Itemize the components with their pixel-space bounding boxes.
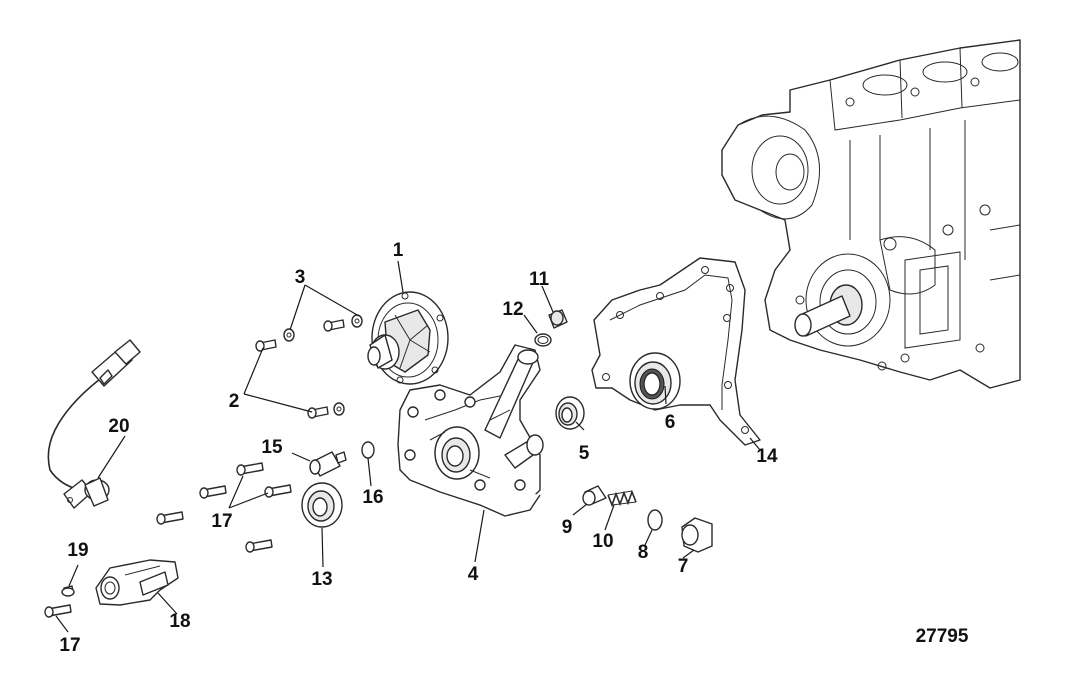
callout-18: 18: [169, 611, 190, 632]
bolt-17-e: [245, 539, 273, 553]
bolt-17-b: [199, 485, 227, 499]
callout-11: 11: [529, 269, 550, 290]
o-ring-16: [361, 441, 375, 459]
seal-small: [555, 396, 585, 430]
bolt-17-c: [264, 484, 292, 498]
callout-15: 15: [261, 437, 283, 458]
callout-16: 16: [362, 487, 383, 508]
bolt-19: [61, 585, 75, 597]
callout-17-b: 17: [59, 635, 80, 656]
crankshaft-seal: [629, 352, 681, 410]
callout-7: 7: [678, 556, 689, 577]
seal-13: [301, 482, 343, 528]
figure-number: 27795: [916, 626, 969, 647]
pump-gear-assembly: [367, 291, 449, 385]
callout-13: 13: [311, 569, 332, 590]
callout-1: 1: [393, 240, 404, 261]
bolt-and-washer-upper: [323, 314, 363, 332]
relief-valve-9: [582, 485, 607, 506]
relief-spring-10: [607, 489, 637, 508]
callout-6: 6: [665, 412, 676, 433]
front-cover-gasket: [591, 257, 761, 446]
callout-12: 12: [502, 299, 523, 320]
plug-11: [548, 309, 568, 329]
leader-lines: [55, 260, 761, 633]
bolt-17-d: [156, 511, 184, 525]
callout-2: 2: [229, 391, 240, 412]
bolt-and-washer-left: [255, 328, 295, 352]
washer-8: [647, 509, 663, 531]
callout-4: 4: [468, 564, 479, 585]
oil-pressure-sensor: [309, 451, 347, 477]
callout-8: 8: [638, 542, 649, 563]
callout-3: 3: [295, 267, 306, 288]
plug-7: [681, 517, 713, 553]
sensor-bracket: [95, 559, 179, 606]
engine-block: [721, 39, 1021, 389]
callout-5: 5: [579, 443, 590, 464]
bolt-17-a: [236, 462, 264, 476]
o-ring-12: [534, 333, 552, 347]
callout-14: 14: [756, 446, 778, 467]
bolt-and-washer-lower: [307, 402, 345, 419]
callout-labels: 1 2 3 4 5 6 7 8 9 10 11 12 13 14 15 16 1…: [59, 240, 968, 656]
callout-10: 10: [592, 531, 613, 552]
bolt-17-f: [44, 604, 72, 618]
callout-20: 20: [108, 416, 129, 437]
callout-17-a: 17: [211, 511, 232, 532]
crank-position-sensor: [47, 339, 141, 509]
callout-9: 9: [562, 517, 573, 538]
callout-19: 19: [67, 540, 88, 561]
oil-pump-housing: [397, 344, 544, 517]
